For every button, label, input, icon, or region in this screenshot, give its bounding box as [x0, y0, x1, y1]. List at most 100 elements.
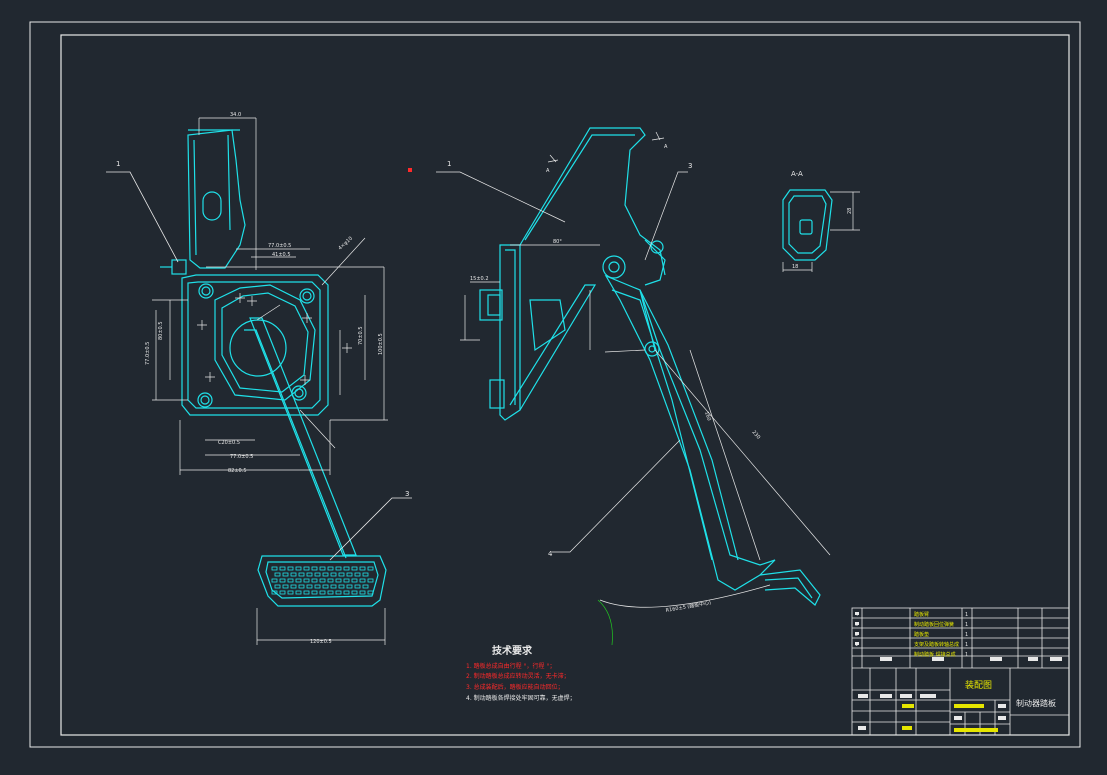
- tread-cell: [351, 590, 358, 595]
- tread-cell: [343, 578, 350, 583]
- dim-d6: 100±0.5: [378, 333, 384, 355]
- tread-cell: [295, 578, 302, 583]
- red-marker: [408, 168, 412, 172]
- outer-frame: [29, 21, 1081, 748]
- notes-title: 技术要求: [492, 644, 533, 657]
- bom-no: 2: [855, 632, 858, 638]
- bom-name: 支架及踏板转轴总成: [914, 641, 959, 648]
- tread-cell: [314, 584, 321, 589]
- tread-cell: [335, 566, 342, 571]
- tread-cell: [343, 566, 350, 571]
- note-line-4: 4. 制动踏板各焊接处牢固可靠，无虚焊；: [466, 694, 576, 702]
- bom-name: 制动踏板回位弹簧: [914, 621, 954, 628]
- tread-cell: [330, 572, 337, 577]
- tread-cell: [282, 584, 289, 589]
- callout-1b: 1: [447, 160, 451, 168]
- dim-d2: 41±0.5: [272, 252, 291, 258]
- tread-cell: [343, 590, 350, 595]
- tread-cell: [271, 578, 278, 583]
- bom-qty: 1: [965, 632, 968, 638]
- tread-cell: [295, 590, 302, 595]
- tread-cell: [279, 578, 286, 583]
- title-block: [851, 607, 1070, 736]
- tread-cell: [351, 578, 358, 583]
- tread-cell: [367, 590, 374, 595]
- title-block-text: 装配图 制动器踏板: [965, 679, 1056, 708]
- front-view: [160, 129, 387, 607]
- tread-cell: [298, 572, 305, 577]
- drawing-type: 装配图: [965, 679, 992, 691]
- callout-3: 3: [405, 490, 409, 498]
- tread-cell: [282, 572, 289, 577]
- tread-cell: [330, 584, 337, 589]
- tread-cell: [362, 584, 369, 589]
- tread-cell: [306, 572, 313, 577]
- dim-s4: 160: [703, 411, 712, 422]
- dim-d7: 70±0.5: [358, 326, 364, 345]
- section-a-a: [782, 189, 833, 261]
- tread-cell: [346, 584, 353, 589]
- tread-cell: [338, 584, 345, 589]
- callout-3b: 3: [688, 162, 692, 170]
- side-view: [479, 127, 821, 606]
- dim-aa1: 28: [847, 208, 853, 214]
- dim-d1: 77.0±0.5: [268, 243, 291, 249]
- bom-qty: 1: [965, 652, 968, 658]
- section-title: A-A: [791, 170, 803, 178]
- leaders-left: [106, 171, 412, 561]
- callout-4: 4: [548, 550, 553, 558]
- bom-qty: 1: [965, 622, 968, 628]
- dim-d3: 4×φ10: [337, 236, 354, 252]
- note-line-2: 2. 制动踏板总成应转动灵活，无卡滞；: [466, 672, 570, 680]
- tread-cell: [327, 566, 334, 571]
- drawing-name: 制动器踏板: [1016, 698, 1056, 708]
- callouts: 1 1 3 3 4 A-A A A: [116, 144, 803, 558]
- inner-frame: [60, 34, 1070, 736]
- tread-cell: [298, 584, 305, 589]
- tread-cell: [311, 590, 318, 595]
- tread-cell: [327, 578, 334, 583]
- tread-cell: [290, 584, 297, 589]
- bom-qty: 1: [965, 612, 968, 618]
- tread-cell: [271, 590, 278, 595]
- section-mark-2: A: [664, 144, 668, 150]
- section-dims: [782, 191, 860, 272]
- tread-cell: [303, 590, 310, 595]
- tread-cell: [311, 566, 318, 571]
- dim-d4: 80±0.5: [158, 321, 164, 340]
- callout-1: 1: [116, 160, 120, 168]
- tread-cell: [335, 590, 342, 595]
- dim-s2: 80°: [553, 239, 562, 245]
- dim-d11: 120±0.5: [310, 639, 332, 645]
- dim-top-width: 34.0: [230, 112, 241, 118]
- tread-cell: [346, 572, 353, 577]
- tread-cell: [314, 572, 321, 577]
- section-mark-1: A: [546, 168, 550, 174]
- tread-cell: [311, 578, 318, 583]
- tread-cell: [322, 584, 329, 589]
- tread-cell: [359, 590, 366, 595]
- title-block-fills: [855, 612, 1062, 732]
- dim-d10: 82±0.5: [228, 468, 247, 474]
- tread-cell: [274, 572, 281, 577]
- bom-name: 踏板垫: [914, 631, 929, 638]
- tread-cell: [303, 566, 310, 571]
- bom-no: 3: [855, 622, 858, 628]
- tread-cell: [303, 578, 310, 583]
- tread-cell: [279, 590, 286, 595]
- tread-cell: [335, 578, 342, 583]
- tread-cell: [271, 566, 278, 571]
- tread-cell: [279, 566, 286, 571]
- dim-s1: 15±0.2: [470, 276, 489, 282]
- dim-radius: R160±5 (踏板中心): [665, 599, 711, 614]
- tread-cell: [367, 578, 374, 583]
- tread-cell: [287, 590, 294, 595]
- dim-d5: 77.0±0.5: [145, 342, 151, 365]
- bom-no: 1: [855, 642, 858, 648]
- tread-cell: [319, 590, 326, 595]
- tread-cell: [306, 584, 313, 589]
- dim-d9: 77.0±0.5: [230, 454, 253, 460]
- side-view-dimensions: [436, 131, 831, 646]
